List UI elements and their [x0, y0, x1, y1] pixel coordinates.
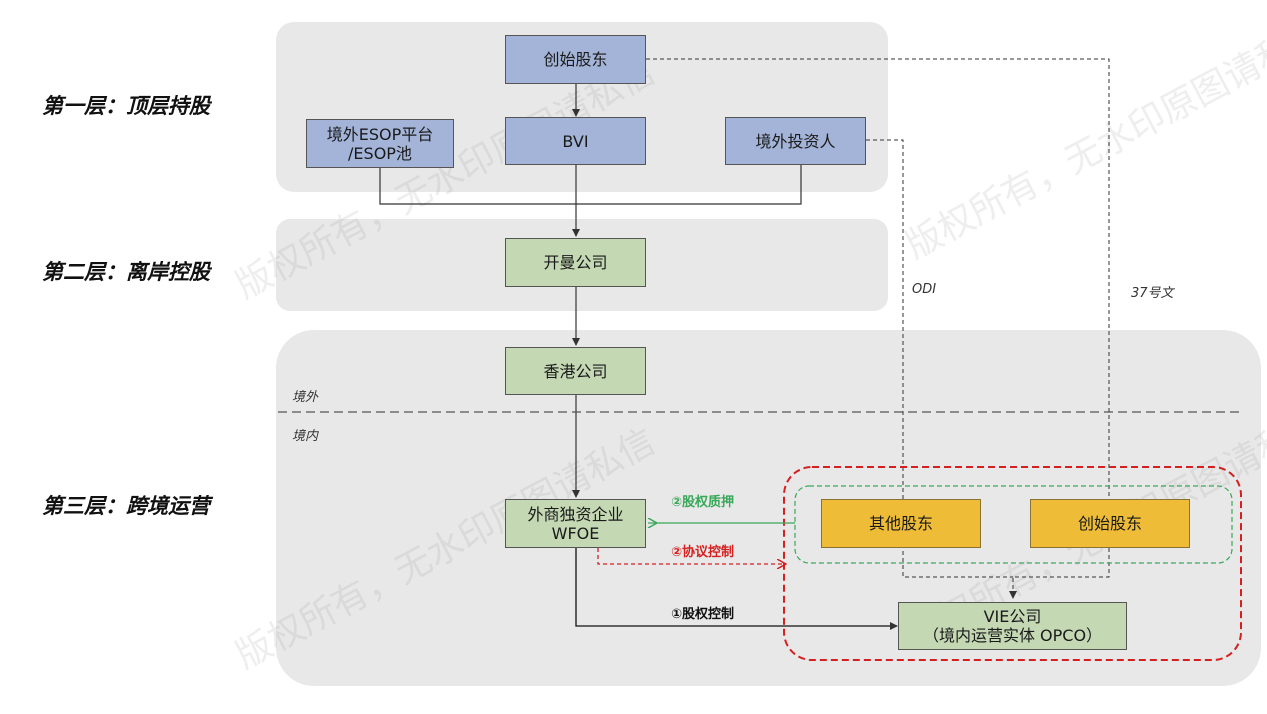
- cayman-box: 开曼公司: [505, 238, 646, 287]
- bvi-label: BVI: [562, 131, 589, 151]
- esop-box: 境外ESOP平台 /ESOP池: [306, 119, 454, 168]
- bvi-box: BVI: [505, 117, 646, 165]
- onshore-label: 境内: [292, 429, 319, 444]
- founder-top-box: 创始股东: [505, 35, 646, 84]
- vie-box: VIE公司 （境内运营实体 OPCO）: [898, 602, 1127, 650]
- layer3-label: 第三层：跨境运营: [42, 494, 210, 518]
- wfoe-label: 外商独资企业 WFOE: [527, 504, 624, 543]
- esop-label: 境外ESOP平台 /ESOP池: [326, 124, 434, 163]
- equity-pledge-label: ②股权质押: [671, 495, 735, 510]
- layer2-label: 第二层：离岸控股: [42, 260, 210, 284]
- other-shareholders-label: 其他股东: [868, 514, 933, 533]
- circular37-label: 37号文: [1131, 286, 1174, 301]
- vie-label: VIE公司 （境内运营实体 OPCO）: [922, 607, 1103, 645]
- founder-top-label: 创始股东: [543, 50, 608, 69]
- hk-label: 香港公司: [543, 361, 608, 381]
- hk-box: 香港公司: [505, 347, 646, 395]
- founder-domestic-box: 创始股东: [1030, 499, 1190, 548]
- founder-domestic-label: 创始股东: [1077, 514, 1142, 533]
- other-shareholders-box: 其他股东: [821, 499, 981, 548]
- agreement-control-label: ②协议控制: [671, 545, 735, 560]
- wfoe-box: 外商独资企业 WFOE: [505, 499, 646, 548]
- foreign-investor-label: 境外投资人: [755, 131, 836, 151]
- layer1-label: 第一层：顶层持股: [42, 94, 210, 118]
- odi-label: ODI: [912, 282, 937, 297]
- cayman-label: 开曼公司: [543, 253, 608, 272]
- foreign-investor-box: 境外投资人: [725, 117, 866, 165]
- offshore-label: 境外: [292, 390, 319, 405]
- equity-control-label: ①股权控制: [671, 607, 735, 622]
